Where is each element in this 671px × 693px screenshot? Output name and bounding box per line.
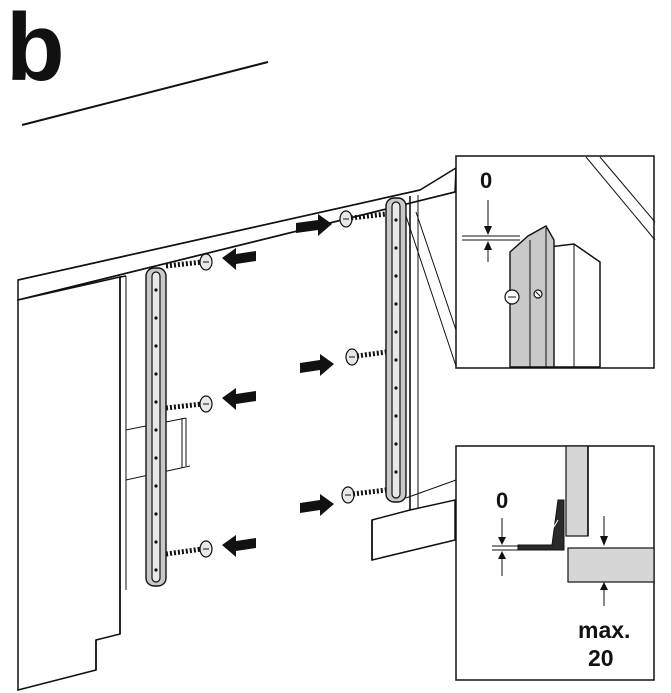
- screw-left-top: [165, 253, 213, 271]
- arrow-right-bottom: [300, 494, 334, 516]
- right-mounting-rail: [385, 197, 407, 503]
- step-underline: [21, 61, 269, 126]
- arrow-left-bottom: [222, 535, 256, 557]
- detail-top-gap-value: 0: [480, 168, 492, 193]
- detail-top: 0: [455, 155, 656, 369]
- arrow-right-middle: [300, 354, 334, 376]
- detail-bottom-max-value: 20: [588, 645, 614, 671]
- screw-right-top: [339, 210, 387, 228]
- screw-right-bottom: [341, 486, 387, 504]
- screw-left-middle: [165, 395, 213, 413]
- detail-bottom-max-label: max.: [578, 617, 630, 643]
- detail-bottom: 0 max. 20: [455, 445, 655, 681]
- screw-left-bottom: [165, 540, 213, 558]
- step-label: b: [6, 0, 65, 101]
- screw-right-middle: [345, 348, 387, 366]
- arrow-left-middle: [222, 388, 256, 410]
- cabinet-front: [17, 276, 121, 691]
- arrow-left-top: [222, 248, 256, 270]
- leader-top-2: [415, 211, 457, 331]
- left-mounting-rail: [145, 267, 167, 587]
- leader-top: [405, 215, 457, 367]
- leader-bottom: [405, 479, 457, 499]
- arrow-right-top: [296, 214, 332, 236]
- detail-bottom-gap-value: 0: [496, 488, 508, 513]
